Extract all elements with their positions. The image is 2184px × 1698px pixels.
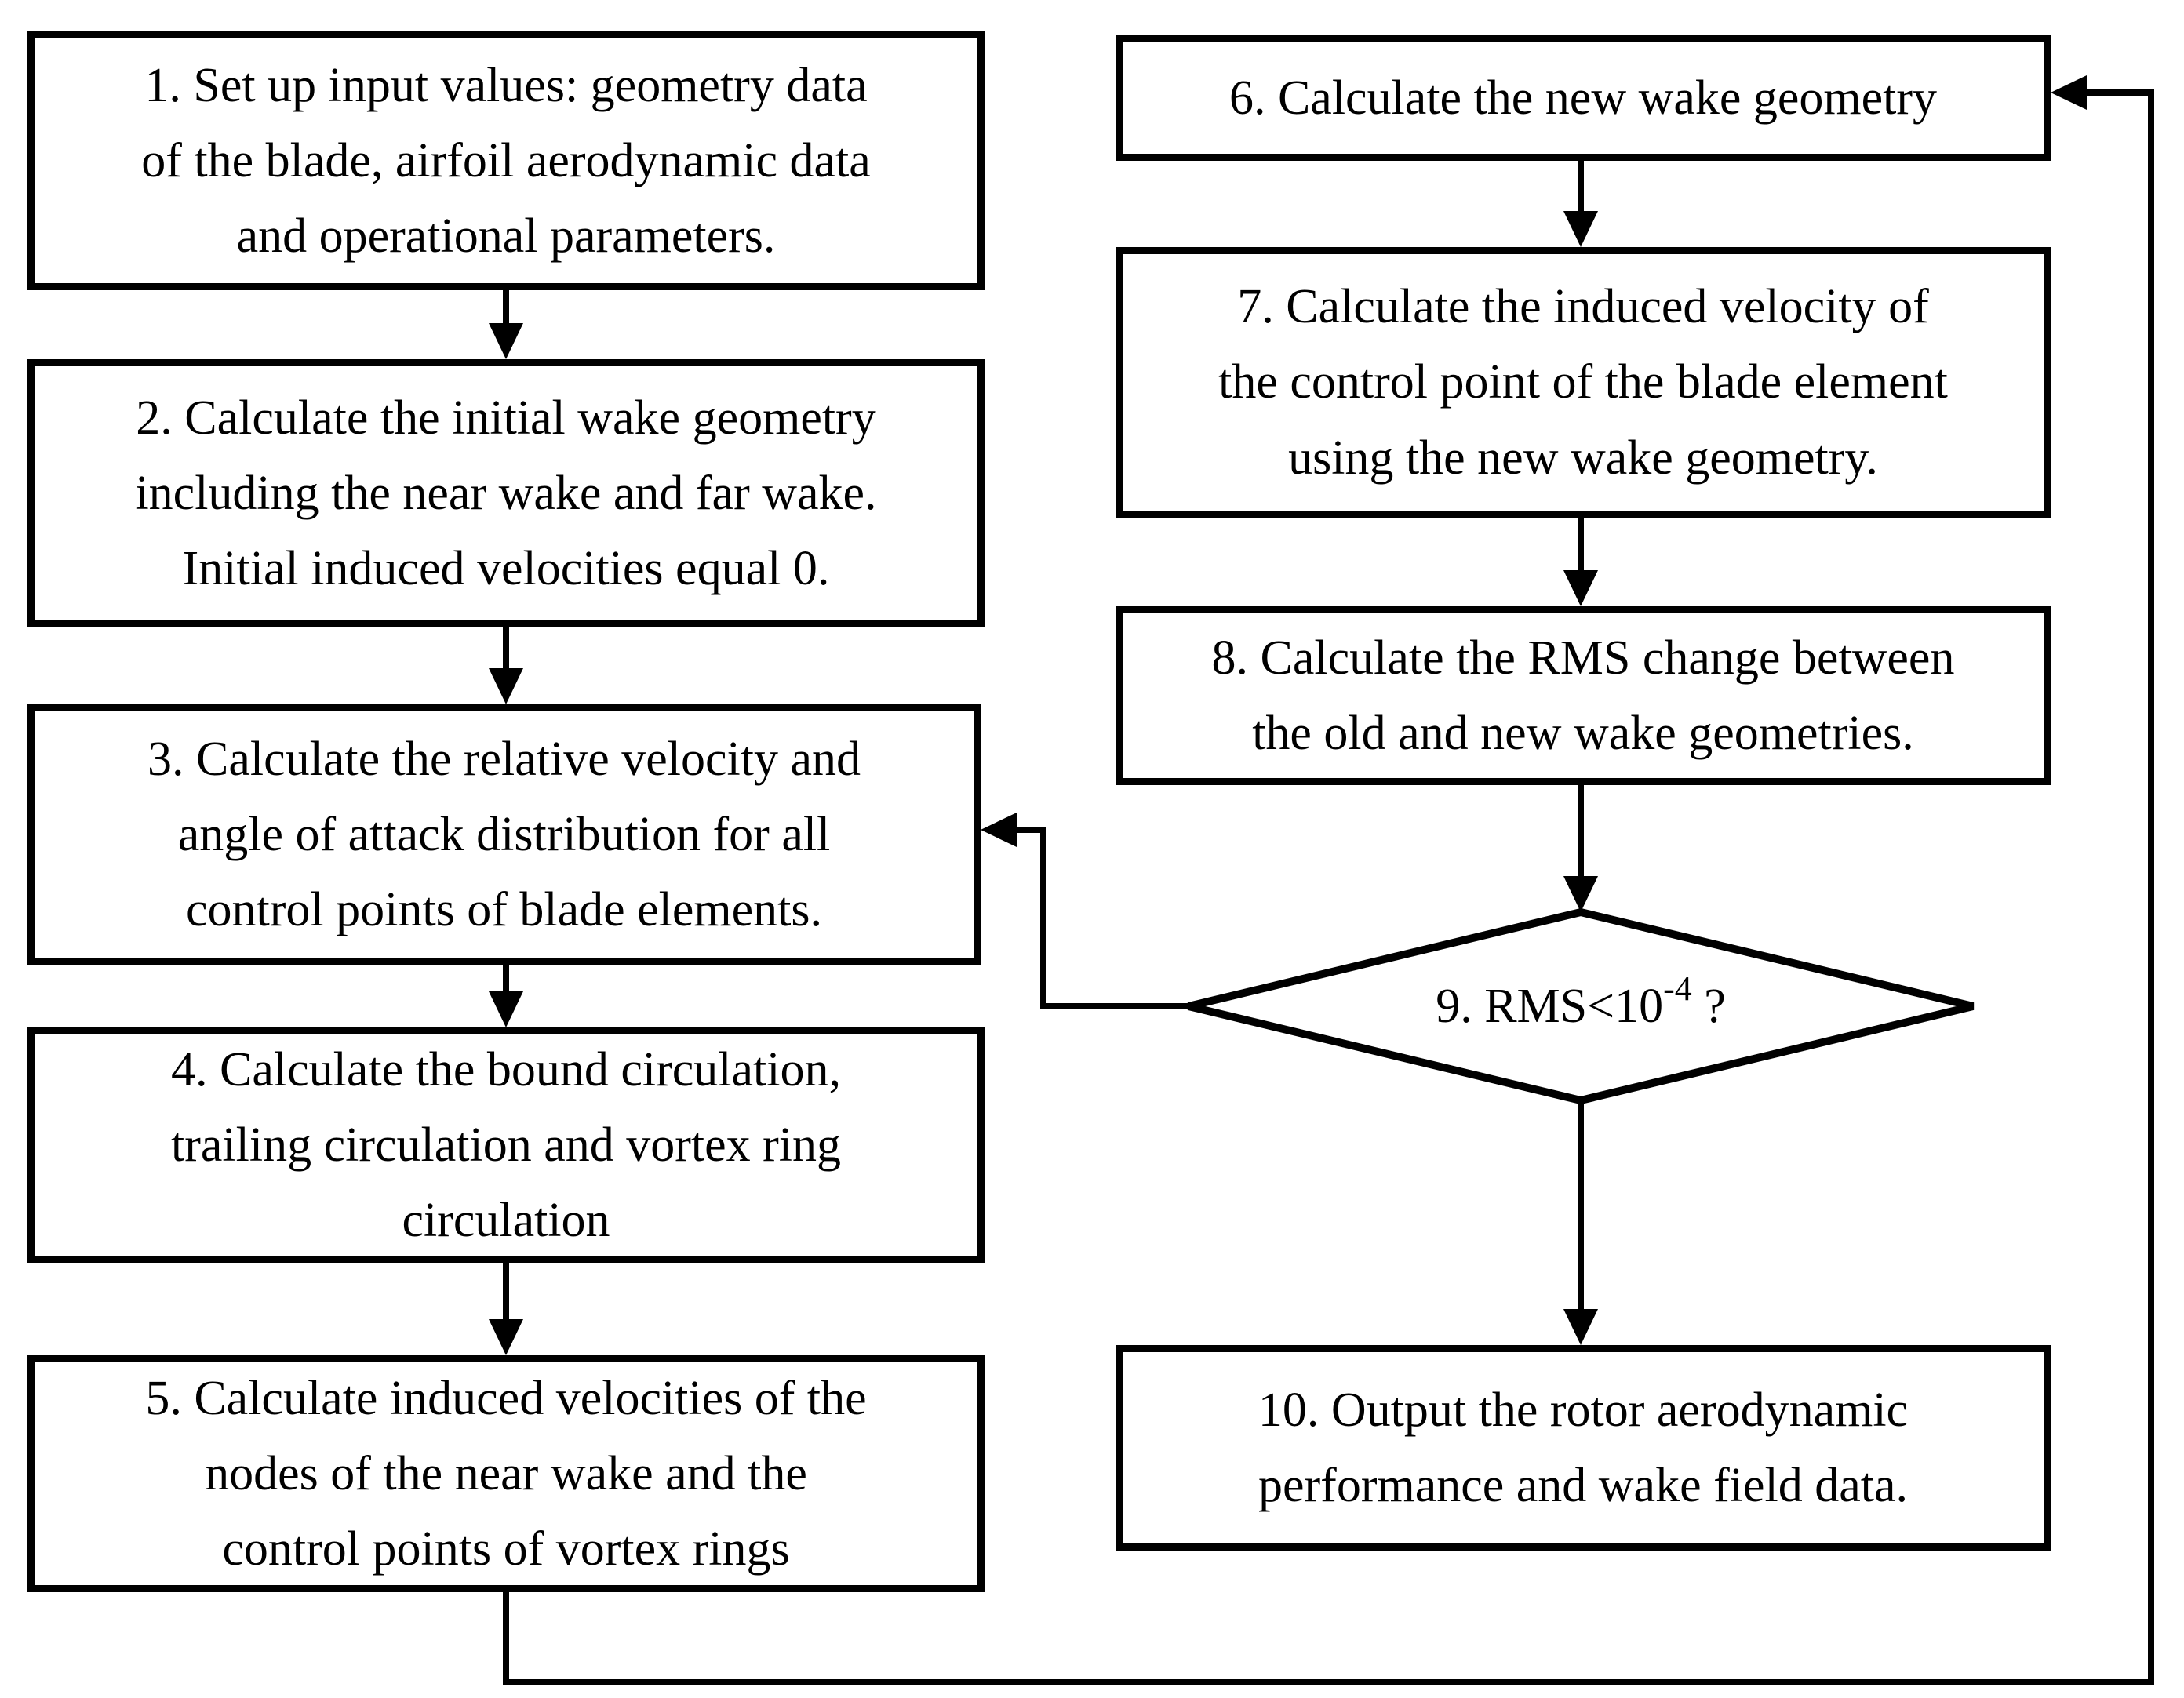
arrow-1-2-head-icon [489,323,523,359]
diamond-shape [1187,907,1975,1105]
arrow-6-7-head-icon [1563,211,1598,247]
step-7-label: 7. Calculate the induced velocity of the… [1218,280,1948,485]
arrow-2-3-line [503,626,509,673]
step-9-superscript: -4 [1663,969,1692,1008]
step-7-box: 7. Calculate the induced velocity of the… [1116,247,2051,518]
loop-5-6-drop-line [503,1591,509,1685]
step-5-box: 5. Calculate induced velocities of the n… [27,1355,985,1592]
arrow-8-9-head-icon [1563,876,1598,912]
loop-5-6-bottom-line [503,1679,2154,1685]
arrow-7-8-line [1578,516,1584,575]
step-9-suffix: ? [1691,979,1726,1033]
loop-9-3-horizontal-upper [1010,827,1046,833]
step-1-label: 1. Set up input values: geometry data of… [141,58,871,264]
step-4-box: 4. Calculate the bound circulation, trai… [27,1027,985,1263]
step-1-box: 1. Set up input values: geometry data of… [27,31,985,290]
step-8-box: 8. Calculate the RMS change between the … [1116,606,2051,785]
arrow-1-2-line [503,289,509,328]
step-8-label: 8. Calculate the RMS change between the … [1211,631,1955,760]
step-3-box: 3. Calculate the relative velocity and a… [27,704,981,965]
loop-9-3-head-icon [981,813,1017,847]
arrow-6-7-line [1578,159,1584,216]
arrow-2-3-head-icon [489,668,523,704]
step-6-label: 6. Calculate the new wake geometry [1228,71,1938,125]
step-6-box: 6. Calculate the new wake geometry [1116,35,2051,161]
step-9-label: 9. RMS<10-4 ? [1228,912,1934,1100]
arrow-7-8-head-icon [1563,570,1598,606]
arrow-4-5-head-icon [489,1319,523,1355]
loop-9-3-vertical [1040,827,1046,1009]
loop-5-6-head-icon [2051,75,2087,110]
step-9-label-text: 9. RMS<10-4 ? [1436,971,1726,1034]
arrow-3-4-line [503,963,509,996]
step-5-label: 5. Calculate induced velocities of the n… [145,1371,867,1576]
arrow-4-5-line [503,1261,509,1324]
loop-9-3-horizontal-lower [1043,1003,1192,1009]
arrow-9-10-head-icon [1563,1309,1598,1345]
arrow-3-4-head-icon [489,991,523,1027]
step-9-prefix: 9. RMS<10 [1436,979,1664,1033]
step-4-label: 4. Calculate the bound circulation, trai… [171,1042,841,1248]
step-10-box: 10. Output the rotor aerodynamic perform… [1116,1345,2051,1551]
loop-5-6-top-line [2079,89,2154,96]
step-2-label: 2. Calculate the initial wake geometry i… [135,391,877,596]
step-2-box: 2. Calculate the initial wake geometry i… [27,359,985,627]
loop-5-6-right-riser-line [2148,89,2154,1685]
step-9-decision-diamond [1187,907,1975,1105]
arrow-9-10-line [1578,1099,1584,1314]
step-10-label: 10. Output the rotor aerodynamic perform… [1258,1383,1909,1512]
arrow-8-9-line [1578,784,1584,881]
step-3-label: 3. Calculate the relative velocity and a… [147,732,861,937]
